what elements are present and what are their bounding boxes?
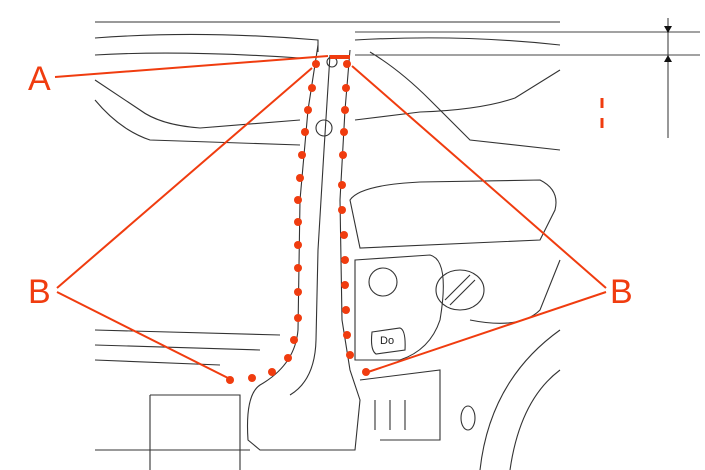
sealer-dot [338,181,346,189]
callout-leaders [54,55,607,379]
callout-label-b-left: B [28,273,51,311]
sealer-dot [301,128,309,136]
sealer-dot [341,106,349,114]
body-structure [94,18,700,470]
sealer-dot [284,354,292,362]
sealer-dot [294,196,302,204]
sealer-dot [248,374,256,382]
sealer-dot [304,106,312,114]
callout-label-b-right: B [610,273,633,311]
sealer-dot [294,288,302,296]
sealer-dot [341,256,349,264]
sealer-dot [340,231,348,239]
sealer-dot [290,336,298,344]
sealer-dot [294,218,302,226]
sealer-dot [339,151,347,159]
sealer-dot [362,368,370,376]
sealer-dot [342,84,350,92]
sealer-dot [340,128,348,136]
sealer-dot [294,264,302,272]
sealer-dot [308,84,316,92]
sealer-dot [226,376,234,384]
sealer-dot [296,174,304,182]
sealer-dot [312,60,320,68]
callout-label-a: A [28,60,51,98]
sealer-dot [343,60,351,68]
sealer-dot [341,281,349,289]
sealer-dot [338,206,346,214]
part-tag: Do [380,335,395,347]
sealer-dot [268,368,276,376]
sealer-dot [298,151,306,159]
sealer-dots [226,60,370,384]
sealer-dot [343,331,351,339]
sealer-dot [294,241,302,249]
sealer-dot [342,306,350,314]
sealer-dot [294,314,302,322]
sealer-dot [346,351,354,359]
